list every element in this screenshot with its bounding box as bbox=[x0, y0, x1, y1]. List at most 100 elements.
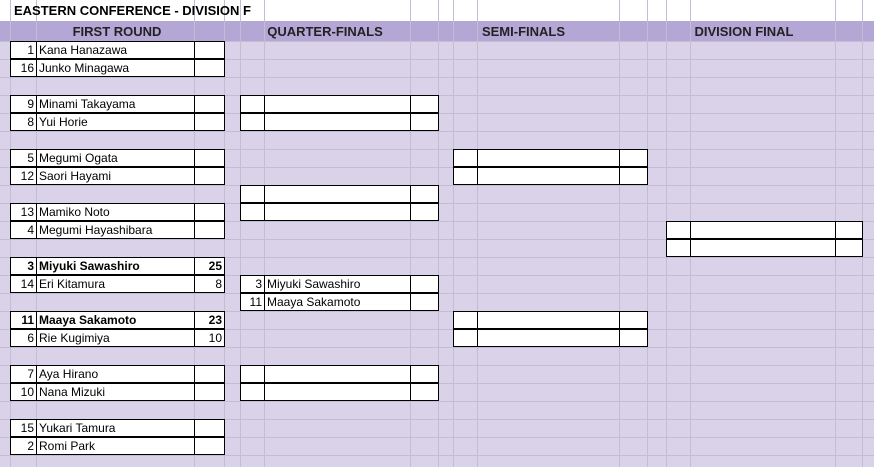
quarter-final-seed-cell[interactable] bbox=[240, 203, 265, 221]
semi-final-score-cell[interactable] bbox=[619, 329, 648, 347]
first-round-score-cell[interactable] bbox=[194, 203, 225, 221]
first-round-score-cell[interactable] bbox=[194, 41, 225, 59]
first-round-score-cell[interactable] bbox=[194, 113, 225, 131]
semi-final-score-cell[interactable] bbox=[619, 311, 648, 329]
semi-final-seed-cell[interactable] bbox=[453, 167, 478, 185]
quarter-final-score-cell[interactable] bbox=[410, 293, 439, 311]
semi-final-name-cell[interactable] bbox=[477, 167, 620, 185]
semi-final-name-cell[interactable] bbox=[477, 311, 620, 329]
first-round-seed-cell[interactable]: 3 bbox=[10, 257, 37, 275]
first-round-name-cell[interactable]: Mamiko Noto bbox=[36, 203, 195, 221]
semi-final-seed-cell[interactable] bbox=[453, 149, 478, 167]
first-round-seed-cell[interactable]: 7 bbox=[10, 365, 37, 383]
first-round-name-cell[interactable]: Junko Minagawa bbox=[36, 59, 195, 77]
quarter-final-name-cell[interactable]: Maaya Sakamoto bbox=[264, 293, 411, 311]
quarter-final-seed-cell[interactable]: 11 bbox=[240, 293, 265, 311]
first-round-score-cell[interactable] bbox=[194, 167, 225, 185]
first-round-seed-cell[interactable]: 12 bbox=[10, 167, 37, 185]
first-round-name-cell[interactable]: Yui Horie bbox=[36, 113, 195, 131]
first-round-seed-cell[interactable]: 14 bbox=[10, 275, 37, 293]
quarter-final-score-cell[interactable] bbox=[410, 383, 439, 401]
first-round-seed-cell[interactable]: 10 bbox=[10, 383, 37, 401]
semi-final-score-cell[interactable] bbox=[619, 149, 648, 167]
first-round-name-cell[interactable]: Eri Kitamura bbox=[36, 275, 195, 293]
first-round-score-cell[interactable] bbox=[194, 383, 225, 401]
first-round-seed-cell[interactable]: 1 bbox=[10, 41, 37, 59]
quarter-final-name-cell[interactable] bbox=[264, 383, 411, 401]
quarter-final-name-cell[interactable] bbox=[264, 365, 411, 383]
quarter-final-score-cell[interactable] bbox=[410, 113, 439, 131]
grid-row-line bbox=[0, 401, 874, 402]
first-round-score-cell[interactable] bbox=[194, 59, 225, 77]
first-round-seed-cell[interactable]: 15 bbox=[10, 419, 37, 437]
quarter-final-name-cell[interactable] bbox=[264, 185, 411, 203]
division-final-name-cell[interactable] bbox=[690, 239, 836, 257]
first-round-seed-cell[interactable]: 5 bbox=[10, 149, 37, 167]
division-final-score-cell[interactable] bbox=[835, 239, 863, 257]
semi-final-seed-cell[interactable] bbox=[453, 311, 478, 329]
first-round-score-cell[interactable]: 25 bbox=[194, 257, 225, 275]
first-round-score-cell[interactable] bbox=[194, 419, 225, 437]
first-round-seed-cell[interactable]: 11 bbox=[10, 311, 37, 329]
first-round-name-cell[interactable]: Megumi Ogata bbox=[36, 149, 195, 167]
first-round-score-cell[interactable] bbox=[194, 95, 225, 113]
grid-row-line bbox=[0, 329, 874, 330]
first-round-score-cell[interactable] bbox=[194, 365, 225, 383]
grid-row-line bbox=[0, 167, 874, 168]
quarter-final-name-cell[interactable] bbox=[264, 113, 411, 131]
quarter-final-seed-cell[interactable] bbox=[240, 185, 265, 203]
quarter-final-seed-cell[interactable] bbox=[240, 383, 265, 401]
first-round-seed-cell[interactable]: 13 bbox=[10, 203, 37, 221]
division-final-name-cell[interactable] bbox=[690, 221, 836, 239]
semi-final-score-cell[interactable] bbox=[619, 167, 648, 185]
quarter-final-name-cell[interactable]: Miyuki Sawashiro bbox=[264, 275, 411, 293]
first-round-name-cell[interactable]: Nana Mizuki bbox=[36, 383, 195, 401]
first-round-seed-cell[interactable]: 2 bbox=[10, 437, 37, 455]
quarter-final-seed-cell[interactable] bbox=[240, 95, 265, 113]
semi-final-seed-cell[interactable] bbox=[453, 329, 478, 347]
grid-column-line bbox=[264, 0, 265, 467]
division-final-seed-cell[interactable] bbox=[666, 221, 691, 239]
quarter-final-name-cell[interactable] bbox=[264, 95, 411, 113]
first-round-name-cell[interactable]: Aya Hirano bbox=[36, 365, 195, 383]
semi-final-name-cell[interactable] bbox=[477, 149, 620, 167]
first-round-score-cell[interactable]: 8 bbox=[194, 275, 225, 293]
first-round-name-cell[interactable]: Rie Kugimiya bbox=[36, 329, 195, 347]
first-round-score-cell[interactable]: 10 bbox=[194, 329, 225, 347]
first-round-score-cell[interactable] bbox=[194, 437, 225, 455]
header-quarter-finals: QUARTER-FINALS bbox=[267, 24, 383, 39]
first-round-name-cell[interactable]: Romi Park bbox=[36, 437, 195, 455]
first-round-score-cell[interactable]: 23 bbox=[194, 311, 225, 329]
division-final-seed-cell[interactable] bbox=[666, 239, 691, 257]
quarter-final-score-cell[interactable] bbox=[410, 365, 439, 383]
quarter-final-seed-cell[interactable]: 3 bbox=[240, 275, 265, 293]
quarter-final-score-cell[interactable] bbox=[410, 95, 439, 113]
grid-row-line bbox=[0, 131, 874, 132]
first-round-name-cell[interactable]: Maaya Sakamoto bbox=[36, 311, 195, 329]
first-round-name-cell[interactable]: Megumi Hayashibara bbox=[36, 221, 195, 239]
first-round-name-cell[interactable]: Minami Takayama bbox=[36, 95, 195, 113]
first-round-seed-cell[interactable]: 6 bbox=[10, 329, 37, 347]
first-round-name-cell[interactable]: Saori Hayami bbox=[36, 167, 195, 185]
quarter-final-score-cell[interactable] bbox=[410, 275, 439, 293]
first-round-seed-cell[interactable]: 4 bbox=[10, 221, 37, 239]
quarter-final-seed-cell[interactable] bbox=[240, 113, 265, 131]
quarter-final-name-cell[interactable] bbox=[264, 203, 411, 221]
quarter-final-score-cell[interactable] bbox=[410, 203, 439, 221]
first-round-seed-cell[interactable]: 8 bbox=[10, 113, 37, 131]
semi-final-name-cell[interactable] bbox=[477, 329, 620, 347]
first-round-score-cell[interactable] bbox=[194, 221, 225, 239]
header-first-round: FIRST ROUND bbox=[72, 24, 162, 39]
grid-row-line bbox=[0, 347, 874, 348]
quarter-final-score-cell[interactable] bbox=[410, 185, 439, 203]
division-final-score-cell[interactable] bbox=[835, 221, 863, 239]
first-round-name-cell[interactable]: Yukari Tamura bbox=[36, 419, 195, 437]
grid-column-line bbox=[647, 0, 648, 467]
first-round-seed-cell[interactable]: 9 bbox=[10, 95, 37, 113]
first-round-name-cell[interactable]: Miyuki Sawashiro bbox=[36, 257, 195, 275]
first-round-score-cell[interactable] bbox=[194, 149, 225, 167]
grid-row-line bbox=[0, 41, 874, 42]
first-round-name-cell[interactable]: Kana Hanazawa bbox=[36, 41, 195, 59]
quarter-final-seed-cell[interactable] bbox=[240, 365, 265, 383]
first-round-seed-cell[interactable]: 16 bbox=[10, 59, 37, 77]
